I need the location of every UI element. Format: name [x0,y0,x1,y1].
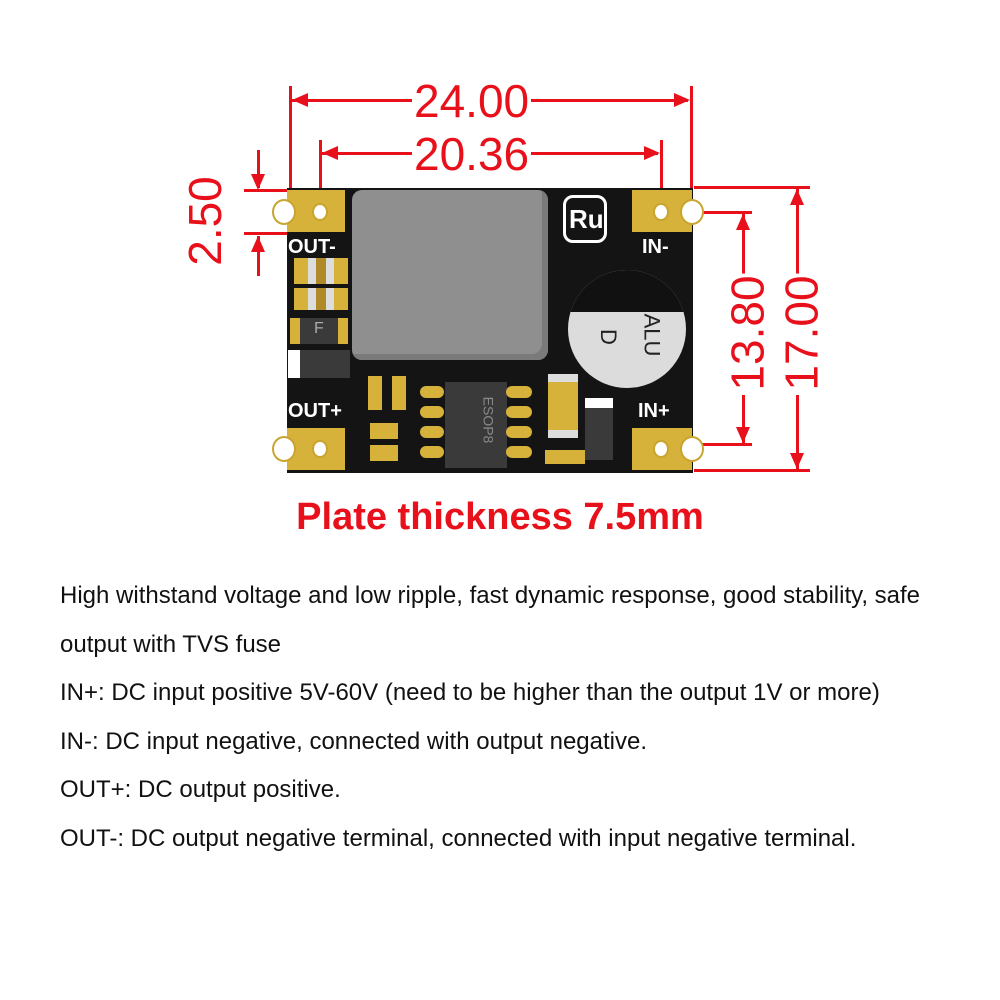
label-in-plus: IN+ [638,400,670,422]
description: High withstand voltage and low ripple, f… [60,572,970,863]
description-line: OUT+: DC output positive. [60,776,341,803]
smd-resistor [370,445,398,461]
plate-thickness-caption: Plate thickness 7.5mm [296,496,704,538]
ic-pin [506,426,532,438]
smd-resistor [370,423,398,439]
fuse: F [290,318,348,344]
cap-label-alu: ALU [639,313,665,357]
dimension-height-total: 17.00 [775,273,828,393]
ic-pin [420,446,444,458]
tantalum-capacitor [548,374,578,438]
smd-resistor [368,376,382,410]
label-out-plus: OUT+ [288,400,342,422]
diode [585,398,613,460]
logo-text: Ru [569,204,604,234]
hole [653,440,669,458]
smd-resistor [392,376,406,410]
hole [653,203,669,221]
description-line: OUT-: DC output negative terminal, conne… [60,824,857,852]
dimension-hole-spacing: 13.80 [721,273,774,393]
electrolytic-capacitor: ALU D [568,270,686,388]
hole [312,440,328,458]
ic-pin [420,406,444,418]
ic-chip: ESOP8 [445,382,507,468]
dimension-width-holes: 20.36 [412,128,532,180]
inductor [352,190,548,360]
description-line: IN+: DC input positive 5V-60V (need to b… [60,679,880,706]
dimension-pad-height: 2.50 [178,174,231,268]
hole [680,436,704,462]
hole [680,199,704,225]
ic-pin [506,406,532,418]
ic-label: ESOP8 [480,396,497,444]
ic-pin [420,386,444,398]
brand-logo: Ru [563,195,607,243]
ic-pin [506,386,532,398]
smd-resistor [545,450,585,464]
smd-capacitor [294,258,348,284]
fuse-mark: F [314,320,324,337]
smd-capacitor [294,288,348,310]
dimension-width-total: 24.00 [412,75,532,127]
description-line: High withstand voltage and low ripple, f… [60,582,921,658]
hole [272,436,296,462]
label-in-minus: IN- [642,236,669,258]
ic-pin [506,446,532,458]
description-line: IN-: DC input negative, connected with o… [60,727,648,755]
label-out-minus: OUT- [288,236,336,258]
tvs-diode [288,350,350,378]
hole [312,203,328,221]
cap-label-d: D [595,329,621,345]
ic-pin [420,426,444,438]
hole [272,199,296,225]
